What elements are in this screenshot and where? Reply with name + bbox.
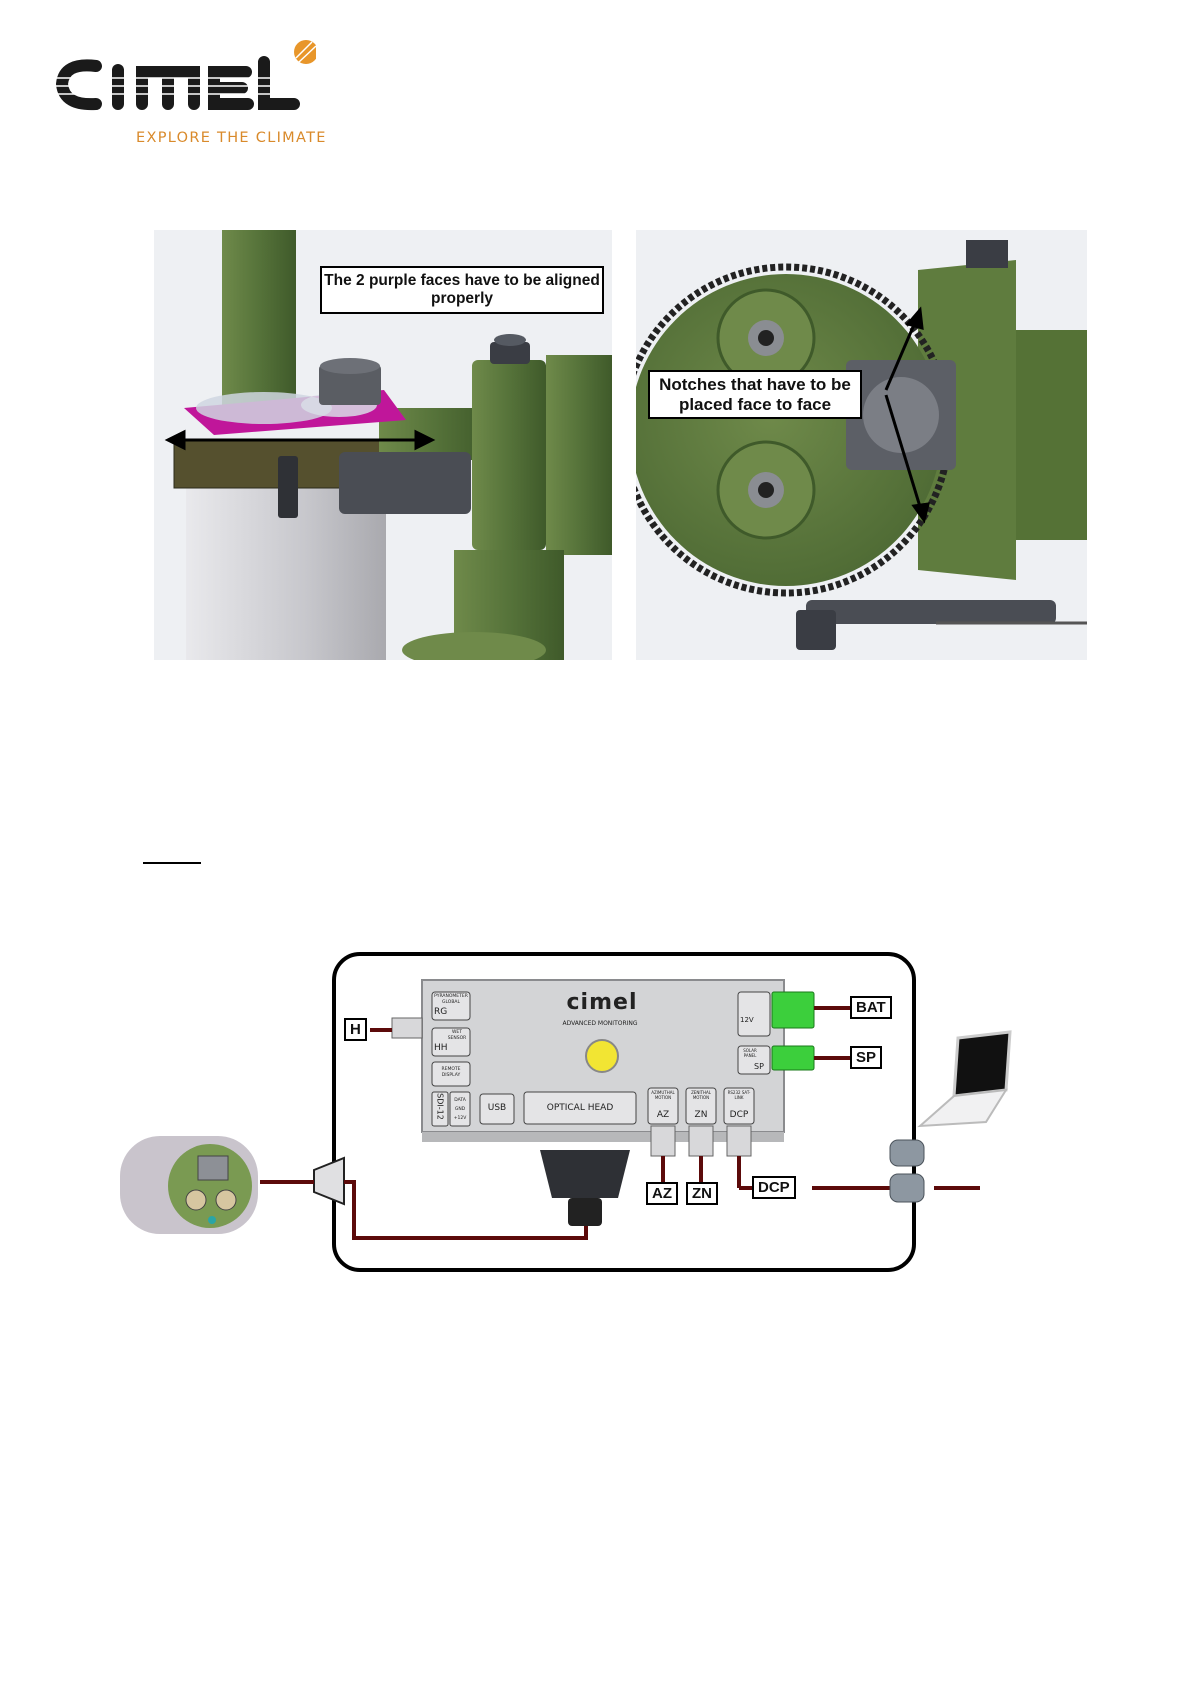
notches-figure: Notches that have to be placed face to f… [636, 230, 1087, 660]
port-usb-label[interactable]: USB [487, 1103, 507, 1113]
port-rg-caption: PYRANOMETER GLOBAL [434, 994, 468, 1005]
port-12v-label: 12V [740, 1016, 754, 1024]
port-solar-caption: SOLAR PANEL [743, 1048, 757, 1058]
port-sp-label[interactable]: SP [754, 1062, 764, 1071]
box-subtitle: ADVANCED MONITORING [562, 1020, 638, 1027]
tag-h: H [344, 1018, 367, 1042]
box-logo: cimel [566, 990, 638, 1015]
port-remote-label: REMOTE DISPLAY [441, 1067, 461, 1078]
port-optical-head-label[interactable]: OPTICAL HEAD [546, 1103, 614, 1113]
port-zn-label[interactable]: ZN [694, 1110, 708, 1120]
notches-callout: Notches that have to be placed face to f… [648, 370, 862, 420]
port-zn-caption: ZENITHAL MOTION [691, 1090, 711, 1100]
alignment-callout: The 2 purple faces have to be aligned pr… [320, 266, 604, 314]
port-hh-caption: WET SENSOR [447, 1030, 467, 1041]
cimel-logo: EXPLORE THE CLIMATE [55, 34, 325, 154]
port-sdi-pins: DATA GND +12V [453, 1098, 467, 1121]
tag-bat: BAT [850, 996, 892, 1020]
tag-az: AZ [646, 1182, 678, 1206]
wiring-diagram: cimel ADVANCED MONITORING PYRANOMETER GL… [120, 950, 1100, 1280]
section-heading-underline [143, 862, 201, 864]
tag-zn: ZN [686, 1182, 718, 1206]
laptop-icon [917, 1030, 1012, 1128]
cimel-wordmark [55, 40, 318, 111]
port-dcp-caption: RS232 SAT-LINK [727, 1090, 751, 1100]
notches-illustration [636, 230, 1087, 660]
alignment-figure: The 2 purple faces have to be aligned pr… [154, 230, 612, 660]
port-az-caption: AZIMUTHAL MOTION [651, 1090, 675, 1100]
port-dcp-label[interactable]: DCP [729, 1110, 749, 1120]
logo-sun-icon [294, 40, 318, 64]
port-sdi-label: SDI-12 [435, 1093, 445, 1120]
tag-dcp: DCP [752, 1176, 796, 1200]
tag-sp: SP [850, 1046, 883, 1070]
port-az-label[interactable]: AZ [656, 1110, 670, 1120]
port-hh-label: HH [434, 1043, 448, 1053]
alignment-illustration [154, 230, 612, 660]
wiring-illustration [120, 952, 1012, 1272]
port-rg-label: RG [434, 1007, 448, 1017]
logo-tagline: EXPLORE THE CLIMATE [136, 130, 327, 146]
